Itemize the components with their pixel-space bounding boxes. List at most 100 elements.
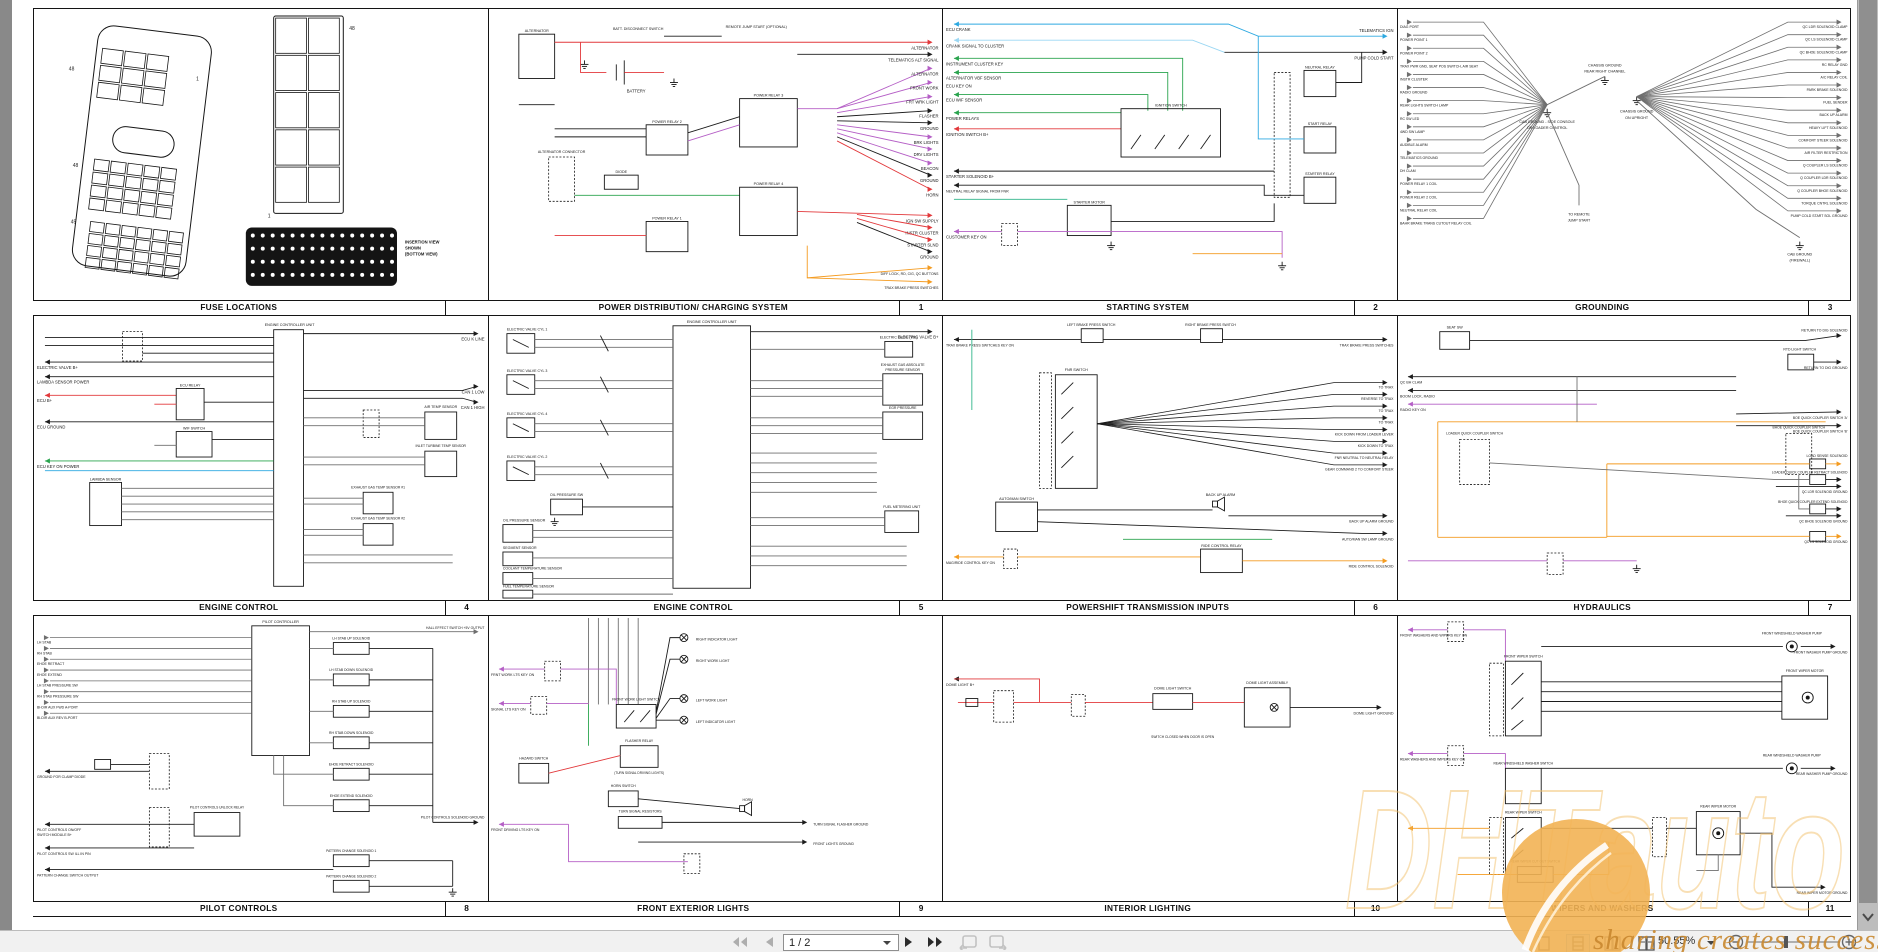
zoom-dropdown-caret-icon[interactable] [1706,940,1716,952]
svg-text:NEUTRAL RELAY: NEUTRAL RELAY [1305,65,1335,69]
svg-text:RETURN TO DIG SOLENOID: RETURN TO DIG SOLENOID [1801,329,1848,333]
panel-hydraulics-8: SEAT SW RETURN TO DIG SOLENOID RTD LIGHT S… [1400,326,1848,575]
svg-text:1: 1 [267,213,270,219]
svg-text:RIDE CONTROL SOLENOID: RIDE CONTROL SOLENOID [1348,565,1393,569]
svg-text:LAMBDA SENSOR POWER: LAMBDA SENSOR POWER [36,380,88,385]
svg-text:IGN SW SUPPLY: IGN SW SUPPLY [906,218,939,223]
svg-text:GROUND: GROUND [920,178,939,183]
svg-text:REVERSE TO TRAX: REVERSE TO TRAX [1361,397,1394,401]
forward-view-button[interactable] [986,931,1010,952]
svg-text:TELEMATICS ALT SIGNAL: TELEMATICS ALT SIGNAL [888,57,939,62]
page-dropdown-caret-icon[interactable] [882,940,894,946]
svg-text:POWER RELAY 1: POWER RELAY 1 [652,216,682,220]
svg-text:LH STAB UP SOLENOID: LH STAB UP SOLENOID [332,637,370,641]
svg-text:DRV LIGHTS: DRV LIGHTS [914,152,939,157]
svg-text:POWER RELAYS: POWER RELAYS [945,116,978,121]
svg-text:BHOE QUICK COUPLER SWITCH: BHOE QUICK COUPLER SWITCH [1772,426,1825,430]
svg-text:PUMP COLD START SOL GROUND: PUMP COLD START SOL GROUND [1791,214,1848,218]
svg-text:TRAX BRAKE PRESS SWITCHES KEY: TRAX BRAKE PRESS SWITCHES KEY ON [945,343,1013,347]
svg-text:RADIO GROUND: RADIO GROUND [1400,91,1428,95]
svg-text:STARTER SLND: STARTER SLND [907,243,938,248]
svg-text:LAMBDA SENSOR: LAMBDA SENSOR [89,478,121,482]
svg-text:ON LOADER CONTROL: ON LOADER CONTROL [1527,126,1568,130]
svg-text:PILOT CONTROLS SOLENOID GROUND: PILOT CONTROLS SOLENOID GROUND [420,815,484,819]
scrollbar-thumb[interactable] [1859,0,1877,903]
svg-text:CRANK SIGNAL TO CLUSTER: CRANK SIGNAL TO CLUSTER [945,43,1003,48]
svg-text:REAR WINDSHIELD WASHER SWITCH: REAR WINDSHIELD WASHER SWITCH [1494,761,1554,765]
svg-text:DH CLAM: DH CLAM [1400,169,1416,173]
vertical-scrollbar[interactable] [1857,0,1878,930]
previous-page-button[interactable] [760,931,778,952]
svg-text:HEAVY LIFT SOLENOID: HEAVY LIFT SOLENOID [1809,126,1848,130]
svg-text:FRONT WASHER PUMP GROUND: FRONT WASHER PUMP GROUND [1794,650,1848,654]
svg-text:EXHAUST GAS TEMP SENSOR #2: EXHAUST GAS TEMP SENSOR #2 [351,517,405,521]
svg-text:ECU RELAY: ECU RELAY [179,384,200,388]
svg-text:RH STAB PRESSURE SW: RH STAB PRESSURE SW [36,695,78,699]
svg-text:ELECTRIC VALVE (WG): ELECTRIC VALVE (WG) [880,336,918,340]
zoom-in-button[interactable] [1841,934,1857,950]
facing-pages-icon [1603,936,1621,951]
last-page-button[interactable] [924,931,946,952]
svg-text:(FIREWALL): (FIREWALL) [1789,259,1810,263]
svg-text:CAN 1 HIGH: CAN 1 HIGH [460,405,484,410]
first-page-icon [733,937,747,947]
page-number-input[interactable]: 1 / 2 [783,934,899,951]
svg-text:CAN 1 LOW: CAN 1 LOW [461,389,484,394]
svg-text:REAR WINDSHIELD WASHER PUMP: REAR WINDSHIELD WASHER PUMP [1763,754,1822,758]
scroll-down-button[interactable] [1858,903,1878,930]
svg-text:PUMP COLD START: PUMP COLD START [1354,55,1394,60]
svg-text:COOLANT TEMPERATURE SENSOR: COOLANT TEMPERATURE SENSOR [503,567,563,571]
svg-text:INSTR CLUSTER: INSTR CLUSTER [905,231,938,236]
zoom-level-value[interactable]: 50.55% [1658,935,1696,947]
svg-text:CAB GROUND - SIDE CONSOLE: CAB GROUND - SIDE CONSOLE [1519,120,1575,124]
panel-title: ENGINE CONTROL [199,602,279,612]
svg-text:TO REMOTE: TO REMOTE [1568,212,1590,216]
svg-text:RH STAB: RH STAB [36,651,51,655]
svg-text:FRONT WORK LIGHT SWITCH: FRONT WORK LIGHT SWITCH [612,698,661,702]
svg-text:ELECTRIC VALVE CYL 4: ELECTRIC VALVE CYL 4 [507,412,547,416]
svg-text:RIDE CONTROL RELAY: RIDE CONTROL RELAY [1201,544,1242,548]
zoom-out-button[interactable] [1728,934,1744,950]
book-view-button[interactable] [1634,934,1658,952]
svg-text:ALTERNATOR CONNECTOR: ALTERNATOR CONNECTOR [538,150,586,154]
facing-pages-view-button[interactable] [1600,934,1624,952]
svg-text:SWITCH CLOSED WHEN DOOR IS OPE: SWITCH CLOSED WHEN DOOR IS OPEN [1151,735,1215,739]
svg-text:RIGHT INDICATOR LIGHT: RIGHT INDICATOR LIGHT [696,638,739,642]
single-page-view-button[interactable] [1532,934,1556,952]
first-page-button[interactable] [729,931,751,952]
svg-text:SEAT SW: SEAT SW [1447,326,1464,330]
panel-sheet-number [444,301,488,315]
svg-text:TO TRAX: TO TRAX [1378,409,1394,413]
continuous-view-button[interactable] [1566,934,1590,952]
svg-text:ALTERNATOR: ALTERNATOR [911,45,938,50]
next-page-button[interactable] [900,931,918,952]
panel-sheet-number: 4 [444,601,488,615]
panel-sheet-number: 6 [1353,601,1397,615]
svg-text:OIL PRESSURE SENSOR: OIL PRESSURE SENSOR [503,519,546,523]
svg-text:STARTER RELAY: STARTER RELAY [1305,172,1335,176]
svg-text:TURN SIGNAL FLASHER GROUND: TURN SIGNAL FLASHER GROUND [813,822,869,826]
svg-text:RTD LIGHT SWITCH: RTD LIGHT SWITCH [1783,347,1816,351]
svg-text:PILOT CONTROLS UNLOCK RELAY: PILOT CONTROLS UNLOCK RELAY [189,806,244,810]
svg-text:PATTERN CHANGE SWITCH OUTPUT: PATTERN CHANGE SWITCH OUTPUT [36,873,98,877]
svg-text:FLASHER: FLASHER [919,114,938,119]
panel-title: POWER DISTRIBUTION/ CHARGING SYSTEM [598,302,788,312]
back-view-button[interactable] [956,931,980,952]
panel-sheet-number: 3 [1808,301,1851,315]
svg-text:ELECTRIC VALVE B+: ELECTRIC VALVE B+ [898,335,939,340]
svg-text:EHOE RETRACT SOLENOID: EHOE RETRACT SOLENOID [328,762,373,766]
svg-text:EGR PRESSURE: EGR PRESSURE [889,406,917,410]
panel-title: FRONT EXTERIOR LIGHTS [637,903,750,913]
panel-title: STARTING SYSTEM [1106,302,1190,312]
zoom-slider-handle[interactable] [1784,936,1788,948]
svg-text:AUTO/MAN SW LAMP GROUND: AUTO/MAN SW LAMP GROUND [1342,537,1394,541]
svg-text:BOE QUICK COUPLER SWITCH 'A': BOE QUICK COUPLER SWITCH 'A' [1793,416,1848,420]
svg-text:FRONT WIPER MOTOR: FRONT WIPER MOTOR [1786,669,1825,673]
svg-text:LEFT WORK LIGHT: LEFT WORK LIGHT [696,699,728,703]
